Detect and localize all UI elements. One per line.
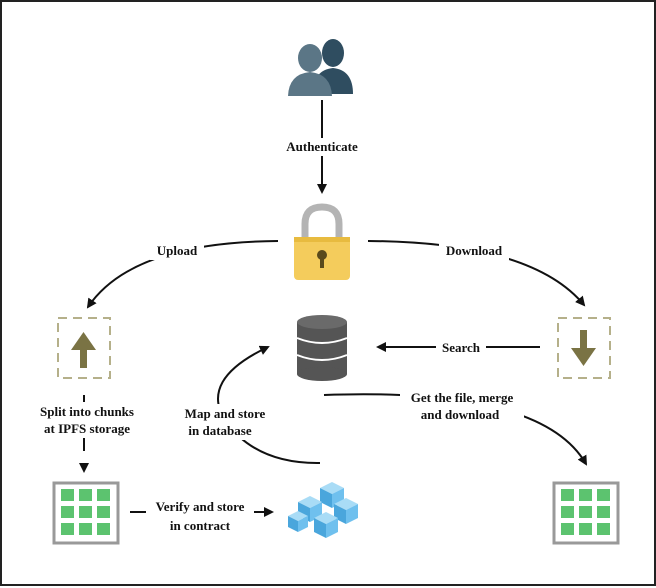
grid-chunks-icon-right (552, 481, 620, 545)
label-verify-line1: Verify and store (156, 499, 245, 514)
label-download: Download (446, 243, 503, 258)
label-map-line1: Map and store (185, 406, 266, 421)
label-search: Search (442, 340, 481, 355)
label-upload: Upload (157, 243, 198, 258)
label-get-line2: and download (421, 407, 500, 422)
download-arrow-icon (557, 317, 611, 379)
database-icon (296, 315, 348, 381)
label-get-line1: Get the file, merge (411, 390, 514, 405)
label-map-line2: in database (188, 423, 251, 438)
label-verify-line2: in contract (170, 518, 231, 533)
padlock-icon (294, 203, 350, 280)
upload-arrow-icon (57, 317, 111, 379)
label-split-line1: Split into chunks (40, 404, 134, 419)
label-authenticate: Authenticate (286, 139, 358, 154)
blockchain-cubes-icon (288, 482, 358, 538)
label-split-line2: at IPFS storage (44, 421, 130, 436)
users-icon (288, 39, 353, 96)
grid-chunks-icon-left (52, 481, 120, 545)
